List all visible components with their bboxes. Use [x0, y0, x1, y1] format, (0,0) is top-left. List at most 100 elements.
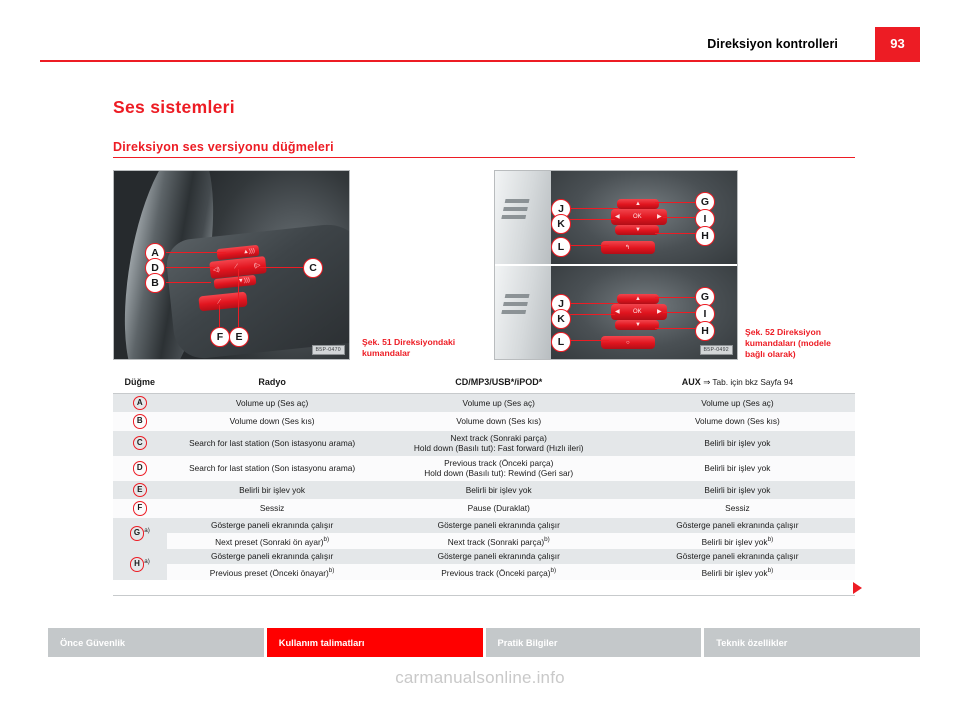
callout-l-bottom: L: [551, 332, 571, 352]
table-cell-radio: Gösterge paneli ekranında çalışır: [166, 548, 378, 564]
figure-52-top-variant: ▲ ◀ OK ▶ ▼ ↰ J K L G I H: [495, 171, 737, 264]
button-pad-jki-top: [611, 209, 667, 225]
table-cell-cd: Next track (Sonraki parça)b): [377, 532, 620, 549]
instrument-panel-bottom: [495, 266, 551, 359]
table-cell-cd: Belirli bir işlev yok: [377, 480, 620, 500]
header-divider: [40, 60, 920, 62]
table-cell-cd: Previous track (Önceki parça)Hold down (…: [377, 455, 620, 481]
table-cell-button: A: [113, 393, 167, 413]
button-pad-g-bottom: [617, 294, 659, 304]
leader-i-bottom: [663, 312, 697, 314]
column-header-aux: AUX ⇒ Tab. için bkz Sayfa 94: [619, 373, 855, 394]
leader-f: [219, 305, 221, 329]
table-bottom-divider: [113, 595, 855, 596]
table-head: Düğme Radyo CD/MP3/USB*/iPOD* AUX ⇒ Tab.…: [113, 373, 855, 394]
leader-i-top: [663, 217, 697, 219]
table-cell-radio: Search for last station (Son istasyonu a…: [166, 455, 378, 481]
cell-footnote-marker: b): [767, 566, 774, 574]
leader-c: [260, 267, 304, 269]
figure-52-image-code: B5P-0492: [699, 345, 733, 355]
footer-tab-1[interactable]: Önce Güvenlik: [48, 628, 264, 657]
leader-h-bottom: [655, 328, 697, 330]
column-header-button: Düğme: [113, 373, 167, 394]
button-pad-l-bottom: [601, 336, 655, 349]
footnote-marker: a): [144, 527, 150, 535]
leader-d: [166, 267, 214, 269]
table-cell-button: E: [113, 480, 167, 500]
callout-k-top: K: [551, 214, 571, 234]
table-cell-button: B: [113, 412, 167, 431]
cell-footnote-marker: b): [767, 535, 774, 543]
table-cell-cd: Pause (Duraklat): [377, 499, 620, 518]
page-title: Direksiyon kontrolleri: [707, 37, 838, 51]
button-badge: F: [132, 501, 148, 516]
footer-tab-4[interactable]: Teknik özellikler: [704, 628, 920, 657]
button-pad-h-bottom: [615, 320, 659, 330]
footer-tab-label: Teknik özellikler: [716, 637, 788, 648]
continue-arrow-icon: [853, 582, 862, 594]
leader-l-bottom: [569, 340, 609, 342]
leader-l-top: [569, 245, 609, 247]
table-cell-aux: Volume down (Ses kıs): [619, 412, 855, 431]
leader-g-bottom: [655, 297, 697, 299]
table-cell-cd: Volume down (Ses kıs): [377, 412, 620, 431]
button-badge: E: [132, 482, 148, 498]
figure-52-divider: [495, 264, 737, 266]
button-pad-h-top: [615, 225, 659, 235]
callout-e: E: [229, 327, 249, 347]
footer-tab-2[interactable]: Kullanım talimatları: [266, 628, 483, 657]
callout-h-top: H: [695, 226, 715, 246]
table-cell-radio: Next preset (Sonraki ön ayar)b): [166, 532, 378, 549]
footer-tab-3[interactable]: Pratik Bilgiler: [485, 628, 702, 657]
leader-a: [166, 252, 226, 254]
button-badge: D: [132, 461, 148, 476]
button-badge: C: [132, 435, 148, 451]
callout-k-bottom: K: [551, 309, 571, 329]
table-cell-radio: Volume down (Ses kıs): [166, 412, 378, 431]
section-divider: [113, 157, 855, 158]
table-row: Previous preset (Önceki önayar)b)Previou…: [113, 563, 855, 580]
button-badge: H: [129, 557, 145, 572]
table-cell-aux: Gösterge paneli ekranında çalışır: [619, 548, 855, 564]
table-cell-cd: Next track (Sonraki parça)Hold down (Bas…: [377, 430, 620, 456]
leader-e: [238, 269, 240, 329]
instrument-panel-top: [495, 171, 551, 264]
table-cell-button: C: [113, 430, 167, 456]
column-header-aux-label: AUX: [681, 377, 701, 387]
footnote-marker: a): [144, 557, 150, 565]
page-header: Direksiyon kontrolleri 93: [0, 0, 960, 72]
table-cell-cd: Gösterge paneli ekranında çalışır: [377, 517, 620, 533]
leader-j-bottom: [569, 303, 619, 305]
leader-k-bottom: [569, 314, 615, 316]
steering-button-function-table: Düğme Radyo CD/MP3/USB*/iPOD* AUX ⇒ Tab.…: [113, 373, 855, 580]
table-cell-radio: Search for last station (Son istasyonu a…: [166, 430, 378, 456]
table-cell-aux: Gösterge paneli ekranında çalışır: [619, 517, 855, 533]
figure-52-caption-label: Şek. 52: [745, 327, 775, 337]
table-cell-radio: Sessiz: [166, 499, 378, 518]
column-header-cd: CD/MP3/USB*/iPOD*: [377, 373, 620, 394]
button-badge: A: [132, 395, 148, 411]
button-pad-jki-bottom: [611, 304, 667, 320]
button-badge: G: [129, 526, 145, 541]
callout-l-top: L: [551, 237, 571, 257]
table-row: D Search for last station (Son istasyonu …: [113, 455, 855, 481]
table-cell-radio: Previous preset (Önceki önayar)b): [166, 563, 378, 580]
page-number-badge: 93: [875, 27, 920, 60]
cell-footnote-marker: b): [550, 566, 557, 574]
table-cell-aux: Belirli bir işlev yokb): [619, 563, 855, 580]
column-header-aux-note: ⇒ Tab. için bkz Sayfa 94: [703, 377, 794, 387]
figure-steering-wheel-controls: ▲))) ◁) ⟋ (▷ ▼))) ⟋ A D B C E F B5P-0470: [113, 170, 350, 360]
table-cell-aux: Belirli bir işlev yokb): [619, 532, 855, 549]
figure-52-caption: Şek. 52 Direksiyon kumandaları (modele b…: [745, 327, 849, 361]
column-header-radio: Radyo: [166, 373, 378, 394]
figure-51-caption-text: Direksiyondaki kumandalar: [362, 337, 456, 359]
table-cell-aux: Belirli bir işlev yok: [619, 480, 855, 500]
figure-51-caption-label: Şek. 51: [362, 337, 392, 347]
